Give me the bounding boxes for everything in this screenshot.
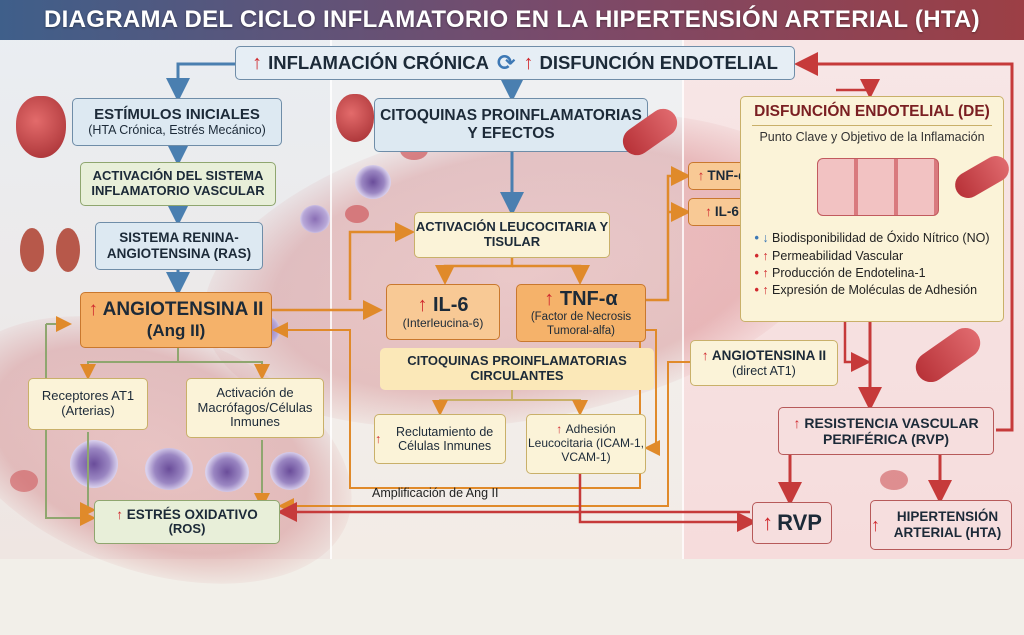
heart-icon: [16, 96, 66, 158]
up-arrow-icon: ↑: [417, 293, 433, 316]
angiotensin-ii-subtitle: (Ang II): [146, 321, 206, 341]
stimuli-title: ESTÍMULOS INICIALES: [94, 106, 260, 124]
il6-box: ↑ IL-6 (Interleucina-6): [386, 284, 500, 340]
up-arrow-icon: ↑: [701, 348, 712, 364]
tnf-box: ↑ TNF-α (Factor de Necrosis Tumoral-alfa…: [516, 284, 646, 342]
top-banner-left: INFLAMACIÓN CRÓNICA: [268, 52, 490, 74]
il6-title: IL-6: [433, 293, 469, 316]
panel-divider-left: [330, 40, 332, 559]
tnf-title: TNF-α: [559, 288, 618, 311]
angiotensin-ii-direct-subtitle: (direct AT1): [732, 363, 796, 378]
adhesion-box: ↑ Adhesión Leucocitaria (ICAM-1, VCAM-1): [526, 414, 646, 474]
up-arrow-icon: ↑: [556, 422, 566, 437]
page-title: DIAGRAMA DEL CICLO INFLAMATORIO EN LA HI…: [44, 6, 980, 33]
rvp-title: RESISTENCIA VASCULAR PERIFÉRICA (RVP): [804, 414, 979, 447]
recruitment-text: Reclutamiento de Células Inmunes: [395, 424, 494, 453]
de-title: DISFUNCIÓN ENDOTELIAL (DE): [754, 103, 990, 120]
endothelium-illustration: [757, 151, 1014, 220]
kidney-icon: [56, 228, 80, 272]
angiotensin-ii-direct-title: ANGIOTENSINA II: [711, 348, 827, 364]
hta-box: ↑ HIPERTENSIÓN ARTERIAL (HTA): [870, 500, 1012, 550]
recruitment-box: ↑ Reclutamiento de Células Inmunes: [374, 414, 506, 464]
rvp-short-text: RVP: [777, 510, 822, 536]
de-divider: [752, 124, 992, 126]
up-arrow-icon: ↑: [762, 510, 774, 536]
angiotensin-ii-box: ↑ ANGIOTENSINA II (Ang II): [80, 292, 272, 348]
tnf-small-text: TNF-α: [707, 168, 747, 184]
ras-box: SISTEMA RENINA-ANGIOTENSINA (RAS): [95, 222, 263, 270]
circulating-cytokines-label: CITOQUINAS PROINFLAMATORIAS CIRCULANTES: [380, 348, 654, 390]
oxidative-stress-subtitle: (ROS): [168, 521, 206, 537]
oxidative-stress-box: ↑ ESTRÉS OXIDATIVO (ROS): [94, 500, 280, 544]
up-arrow-icon: ↑: [375, 431, 382, 446]
immune-cell-icon: [355, 165, 391, 199]
up-arrow-icon: ↑: [871, 514, 880, 535]
immune-cell-icon: [70, 440, 118, 488]
immune-cell-icon: [145, 448, 193, 490]
up-arrow-icon: ↑: [523, 51, 534, 74]
stimuli-box: ESTÍMULOS INICIALES (HTA Crónica, Estrés…: [72, 98, 282, 146]
down-arrow-icon: • ↓: [754, 231, 773, 246]
at1-receptors-box: Receptores AT1 (Arterias): [28, 378, 148, 430]
immune-cell-icon: [205, 452, 249, 492]
up-arrow-icon: ↑: [793, 414, 805, 431]
red-blood-cell-icon: [10, 470, 38, 492]
up-arrow-icon: ↑: [116, 506, 127, 522]
de-effect-item: • ↑ Producción de Endotelina-1: [754, 265, 926, 280]
vascular-activation-box: ACTIVACIÓN DEL SISTEMA INFLAMATORIO VASC…: [80, 162, 276, 206]
sync-icon: ⟳: [497, 50, 516, 76]
up-arrow-icon: • ↑: [754, 283, 773, 298]
oxidative-stress-title: ESTRÉS OXIDATIVO: [126, 506, 258, 522]
macrophage-activation-box: Activación de Macrófagos/Células Inmunes: [186, 378, 324, 438]
leukocyte-activation-box: ACTIVACIÓN LEUCOCITARIA Y TISULAR: [414, 212, 610, 258]
rvp-box: ↑ RESISTENCIA VASCULAR PERIFÉRICA (RVP): [778, 407, 994, 455]
top-banner-right: DISFUNCIÓN ENDOTELIAL: [539, 52, 778, 74]
endothelial-dysfunction-panel: DISFUNCIÓN ENDOTELIAL (DE) Punto Clave y…: [740, 96, 1014, 322]
up-arrow-icon: ↑: [705, 204, 712, 220]
red-blood-cell-icon: [880, 470, 908, 490]
il6-small-text: IL-6: [714, 204, 739, 220]
heart-icon: [336, 94, 374, 142]
il6-subtitle: (Interleucina-6): [402, 315, 484, 330]
up-arrow-icon: ↑: [252, 51, 263, 74]
cytokines-effects-box: CITOQUINAS PROINFLAMATORIAS Y EFECTOS: [374, 98, 648, 152]
endothelial-cells-icon: [817, 158, 939, 217]
de-effect-item: • ↑ Expresión de Moléculas de Adhesión: [754, 283, 978, 298]
top-banner: ↑ INFLAMACIÓN CRÓNICA ⟳ ↑ DISFUNCIÓN END…: [235, 46, 795, 80]
tnf-subtitle: (Factor de Necrosis Tumoral-alfa): [530, 311, 632, 337]
rvp-short-box: ↑RVP: [752, 502, 832, 544]
up-arrow-icon: ↑: [697, 168, 705, 184]
de-effect-item: • ↓ Biodisponibilidad de Óxido Nítrico (…: [754, 231, 990, 246]
panel-divider-right: [682, 40, 684, 559]
up-arrow-icon: • ↑: [754, 265, 773, 280]
red-blood-cell-icon: [345, 205, 369, 223]
connector-arrows: [45, 52, 1014, 532]
up-arrow-icon: • ↑: [754, 248, 773, 263]
angiotensin-ii-title: ANGIOTENSINA II: [102, 299, 264, 321]
immune-cell-icon: [270, 452, 310, 490]
de-effects-list: • ↓ Biodisponibilidad de Óxido Nítrico (…: [754, 228, 989, 301]
title-bar: [0, 0, 1024, 40]
stimuli-subtitle: (HTA Crónica, Estrés Mecánico): [88, 123, 266, 138]
de-subtitle: Punto Clave y Objetivo de la Inflamación: [759, 129, 985, 144]
angiotensin-ii-direct-box: ↑ ANGIOTENSINA II (direct AT1): [690, 340, 838, 386]
kidney-icon: [20, 228, 44, 272]
hta-text: HIPERTENSIÓN ARTERIAL (HTA): [893, 509, 1002, 540]
amplification-label: Amplificación de Ang II: [372, 486, 499, 500]
up-arrow-icon: ↑: [544, 288, 560, 311]
up-arrow-icon: ↑: [88, 299, 103, 321]
immune-cell-icon: [300, 205, 330, 233]
de-effect-item: • ↑ Permeabilidad Vascular: [754, 248, 904, 263]
adhesion-text: Adhesión Leucocitaria (ICAM-1, VCAM-1): [527, 422, 645, 464]
